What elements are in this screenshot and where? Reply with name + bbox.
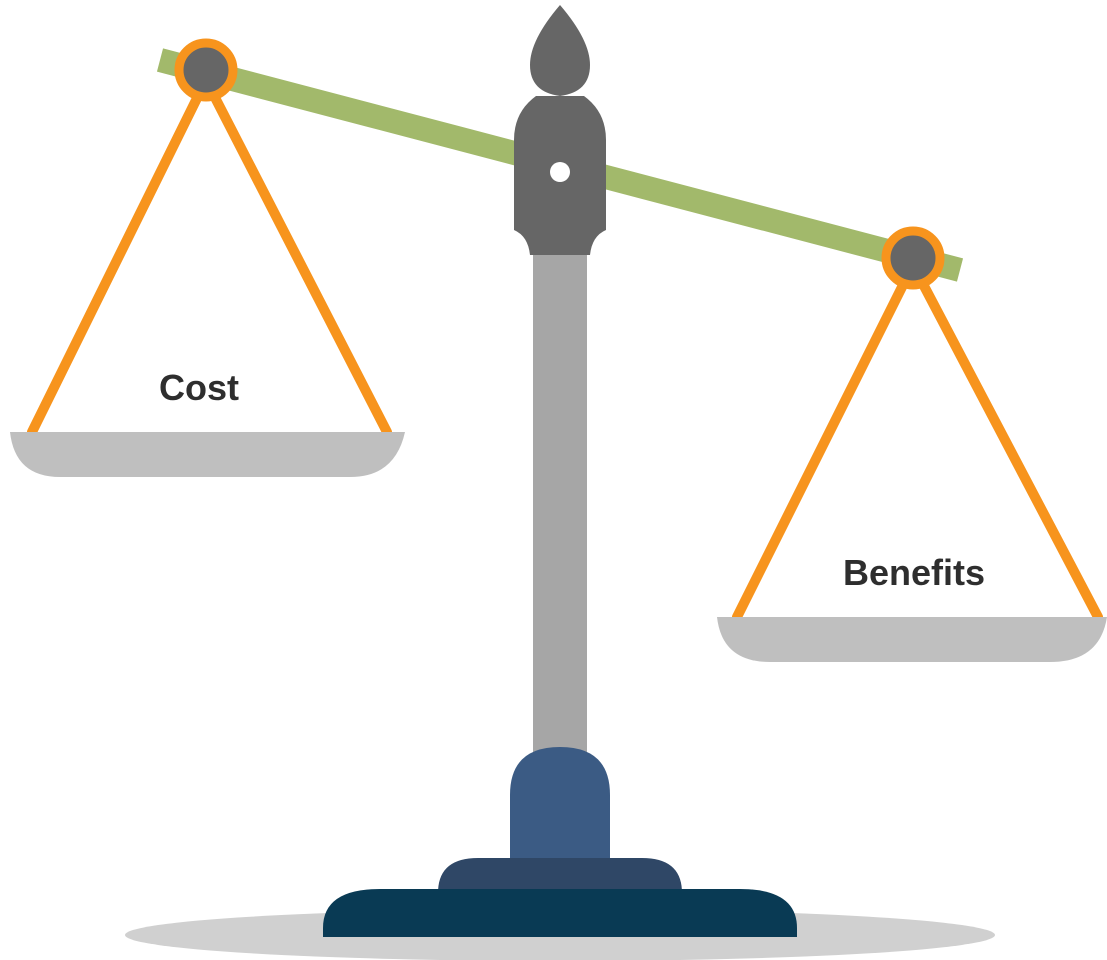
scale-base	[323, 747, 797, 937]
scale-post	[533, 240, 587, 770]
benefits-label: Benefits	[843, 552, 985, 593]
base-middle-tier	[438, 858, 682, 893]
fulcrum-pin-hole	[550, 162, 570, 182]
right-beam-joint	[881, 226, 945, 290]
left-pan-strings	[27, 75, 392, 437]
base-upper-block	[510, 747, 610, 860]
finial-drop	[530, 5, 590, 96]
cost-label: Cost	[159, 367, 239, 408]
left-pan	[10, 432, 405, 477]
right-pan	[717, 617, 1107, 662]
right-pan-strings	[732, 260, 1103, 622]
fulcrum-finial	[514, 5, 606, 255]
base-lower-tier	[323, 889, 797, 937]
left-beam-joint	[174, 38, 238, 102]
